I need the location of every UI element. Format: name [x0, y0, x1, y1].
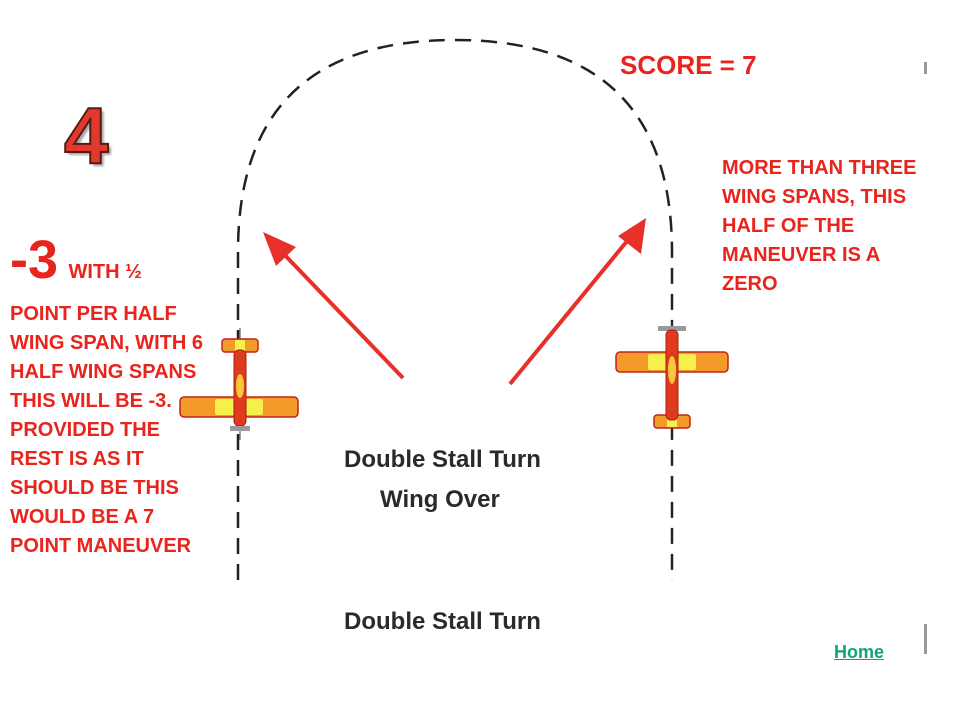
airplane-icon — [179, 328, 299, 440]
score-text: SCORE = 7 — [620, 50, 757, 80]
deduction-value: -3 — [10, 230, 59, 290]
diagram-label-double-stall-turn-top: Double Stall Turn — [344, 446, 541, 473]
left-note: POINT PER HALF WING SPAN, WITH 6 HALF WI… — [10, 303, 203, 557]
home-link[interactable]: Home — [834, 642, 885, 662]
arrow-right-shaft — [508, 233, 634, 386]
airplane-icon — [615, 322, 729, 429]
edge-mark-bottom — [924, 624, 927, 654]
diagram-label-wing-over: Wing Over — [380, 486, 500, 513]
arrow-left-head — [263, 232, 296, 266]
right-note: MORE THAN THREE WING SPANS, THIS HALF OF… — [722, 157, 917, 295]
deduction-intro: WITH ½ — [68, 261, 142, 283]
diagram-label-double-stall-turn-bottom: Double Stall Turn — [344, 608, 541, 635]
flight-path-dashed — [236, 38, 674, 580]
slide-number: 4 — [63, 91, 109, 180]
arrow-left-shaft — [276, 246, 405, 380]
deduction-heading: -3 WITH ½ — [10, 230, 210, 290]
arrow-icon — [263, 218, 646, 386]
edge-mark-top — [924, 62, 927, 74]
arrow-right-head — [618, 218, 646, 254]
